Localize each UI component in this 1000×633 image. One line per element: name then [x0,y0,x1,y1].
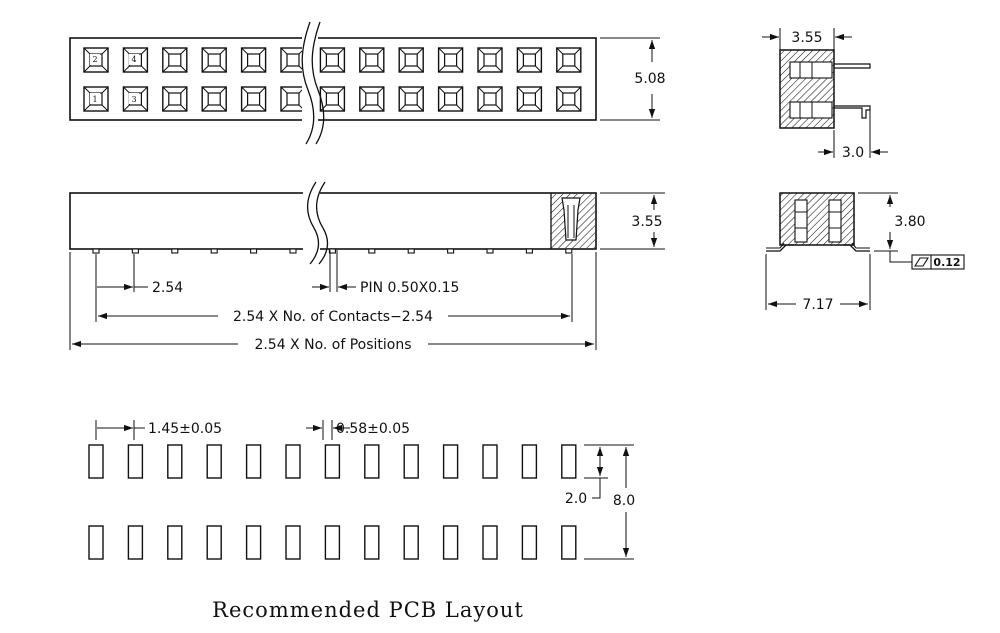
pcb-pad [403,525,419,560]
pin-label-box [90,54,100,65]
front-pins [92,248,573,254]
pcb-pads [88,444,577,560]
pcb-pad [364,444,380,479]
contact-cell [201,47,227,73]
pcb-pad [167,525,183,560]
contact-cell [516,47,543,73]
pcb-pad [245,525,262,560]
pin-size-dim: PIN 0.50X0.15 [360,280,459,296]
contact-cells [83,47,582,112]
pin [368,248,376,254]
contact-cell [398,47,424,73]
side-view-bottom: 3.80 0.12 7.17 [765,192,965,313]
pin [92,248,100,254]
pcb-pad [561,525,577,560]
pin [565,248,573,254]
flatness-icon [914,257,929,267]
pcb-pad [482,444,498,479]
contact-cell [319,86,346,112]
pcb-pad [521,444,538,479]
pin [486,248,494,254]
positions-dim: 2.54 X No. of Positions [254,337,411,353]
side-top-width-dim: 3.55 [791,30,822,46]
pin-label-box [129,93,139,104]
contact-cell [359,47,385,73]
pad-width-dim: 1.45±0.05 [148,421,222,437]
front-view: 3.55 2.54 PIN 0.50X0.15 2.54 X No. of Co… [69,180,665,353]
contact-cell [437,47,464,73]
pcb-pad [127,444,144,479]
top-height-dim: 5.08 [634,71,665,87]
pcb-pad [88,444,104,479]
contact-cell [398,86,424,112]
pin-label-box [90,93,100,104]
pitch-dim: 2.54 [152,280,183,296]
contacts-dim: 2.54 X No. of Contacts−2.54 [233,309,433,325]
pcb-pad [324,444,341,479]
row-span-dim: 8.0 [613,493,635,509]
contact-cell [201,86,227,112]
pcb-pad [403,444,419,479]
contact-cell [280,47,306,73]
pcb-pad [324,525,341,560]
contact-cell [319,47,346,73]
pcb-pad [285,444,301,479]
side-bottom-height-dim: 3.80 [894,214,925,230]
pin [171,248,179,254]
pcb-pad [167,444,183,479]
pin-label-4: 4 [131,55,136,64]
pin [525,248,533,254]
flatness-value: 0.12 [933,256,960,269]
contact-cell [280,86,306,112]
contact-cell [437,86,464,112]
pin-label-box [129,54,139,65]
contact-cell [477,47,503,73]
pin-label-2: 2 [92,55,97,64]
contact-cell [359,86,385,112]
contact-cell [83,47,109,73]
pcb-pad [442,444,459,479]
side-view-top: 3.55 3.0 [762,28,888,161]
pin [289,248,297,254]
top-view: 2 4 1 3 5.08 [69,21,666,145]
pin [210,248,218,254]
pin [407,248,415,254]
pin [328,248,336,254]
contact-cell [516,86,543,112]
contact-cell [240,47,267,73]
pad-height-dim: 2.0 [565,491,587,507]
pin [131,248,139,254]
contact-cell [477,86,503,112]
contact-cell [162,47,188,73]
side-bottom-width-dim: 7.17 [802,297,833,313]
gap-dim: 0.58±0.05 [336,421,410,437]
contact-cell [556,86,582,112]
contact-cell [162,86,188,112]
pcb-pad [561,444,577,479]
pin-offset-dim: 3.0 [842,145,864,161]
pcb-caption: Recommended PCB Layout [212,598,524,622]
pcb-pad [88,525,104,560]
pcb-pad [206,525,222,560]
pcb-layout: 1.45±0.05 0.58±0.05 2.0 8.0 Recommended … [88,420,635,622]
contact-cell [240,86,267,112]
pin-label-1: 1 [92,95,97,104]
pcb-pad [521,525,538,560]
pcb-pad [127,525,144,560]
pcb-pad [206,444,222,479]
pin-label-3: 3 [131,95,136,104]
pin [250,248,258,254]
pcb-pad [442,525,459,560]
front-height-dim: 3.55 [631,214,662,230]
contact-cell [556,47,582,73]
pcb-pad [285,525,301,560]
pin [447,248,455,254]
pcb-pad [482,525,498,560]
pcb-pad [364,525,380,560]
pcb-pad [245,444,262,479]
